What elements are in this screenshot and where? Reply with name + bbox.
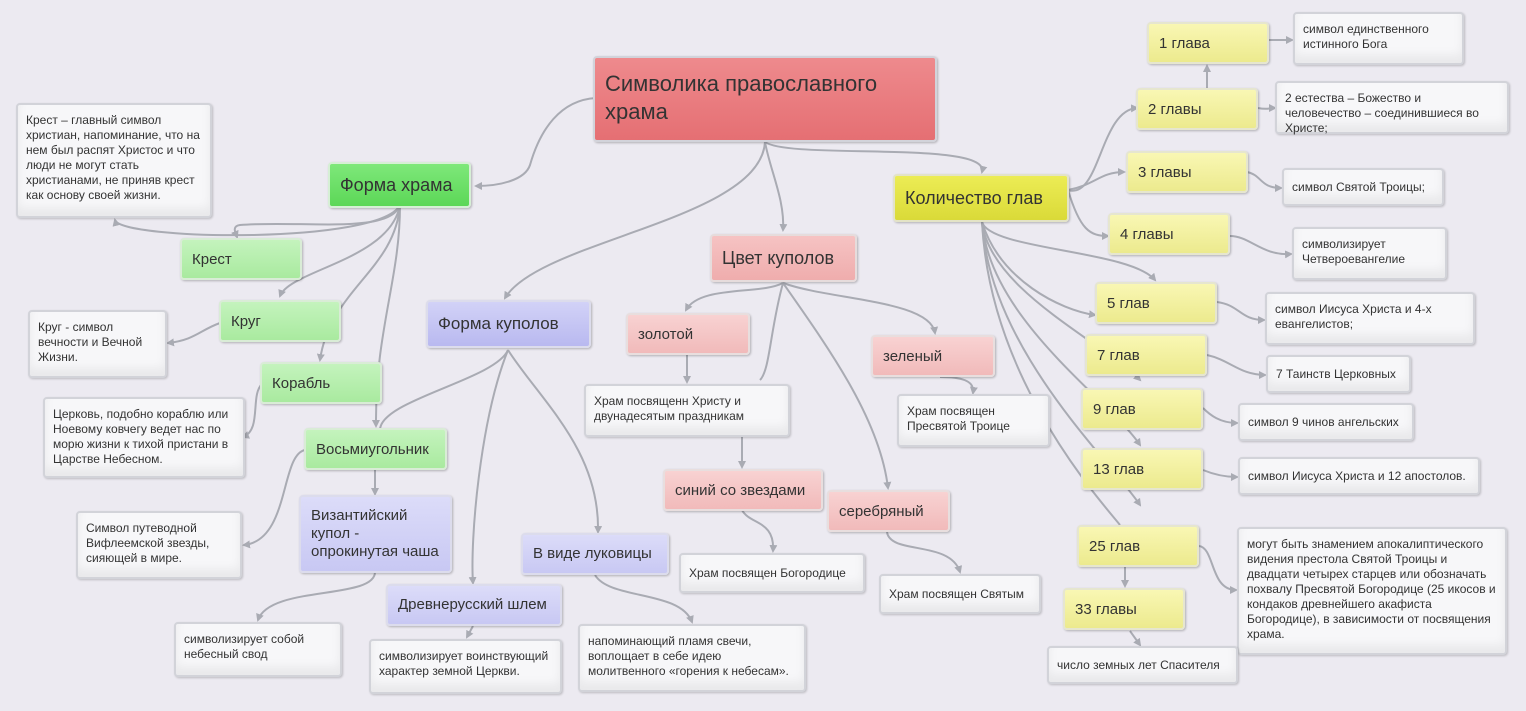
count-label: 7 глав (1097, 346, 1140, 364)
subtopic-label: Восьмиугольник (316, 440, 429, 458)
count-label: 25 глав (1089, 537, 1141, 555)
topic-label: Цвет куполов (722, 247, 835, 268)
count-label: 3 главы (1138, 163, 1192, 181)
topic-label: Форма куполов (438, 314, 559, 333)
note-count-25[interactable]: могут быть знамением апокалиптического в… (1237, 527, 1507, 655)
note-text: Храм посвящен Святым (889, 586, 1024, 601)
subtopic-label: синий со звездами (675, 481, 806, 499)
note-count-5[interactable]: символ Иисуса Христа и 4-х евангелистов; (1265, 292, 1475, 345)
note-green[interactable]: Храм посвящен Пресвятой Троице (897, 394, 1050, 447)
note-text: символ Святой Троицы; (1292, 179, 1425, 194)
note-count-7[interactable]: 7 Таинств Церковных (1266, 355, 1411, 393)
note-count-9[interactable]: символ 9 чинов ангельских (1238, 403, 1414, 441)
count-label: 1 глава (1159, 34, 1210, 52)
note-text: могут быть знамением апокалиптического в… (1247, 537, 1496, 641)
note-text: число земных лет Спасителя (1057, 657, 1220, 672)
count-label: 5 глав (1107, 294, 1150, 312)
note-byzantine-dome[interactable]: символизирует собой небесный свод (174, 622, 342, 677)
note-text: символ единственного истинного Бога (1303, 22, 1429, 51)
note-text: символ Иисуса Христа и 4-х евангелистов; (1275, 302, 1432, 331)
count-1[interactable]: 1 глава (1147, 22, 1269, 64)
note-onion[interactable]: напоминающий пламя свечи, воплощает в се… (578, 624, 806, 692)
root-label: Символика православного храма (605, 71, 878, 124)
subtopic-label: зеленый (883, 347, 943, 365)
note-helmet[interactable]: символизирует воинствующий характер земн… (369, 639, 562, 694)
note-count-2[interactable]: 2 естества – Божество и человечество – с… (1275, 81, 1509, 135)
count-25[interactable]: 25 глав (1077, 525, 1199, 567)
count-7[interactable]: 7 глав (1085, 334, 1207, 376)
topic-dome-count[interactable]: Количество глав (893, 174, 1069, 222)
subtopic-label: Крест (192, 250, 232, 268)
subtopic-gold[interactable]: золотой (626, 313, 750, 355)
note-text: 7 Таинств Церковных (1276, 366, 1396, 381)
note-silver[interactable]: Храм посвящен Святым (879, 574, 1041, 614)
note-count-1[interactable]: символ единственного истинного Бога (1293, 12, 1464, 65)
count-9[interactable]: 9 глав (1081, 388, 1203, 430)
note-text: символ 9 чинов ангельских (1248, 414, 1399, 429)
subtopic-onion-dome[interactable]: В виде луковицы (521, 533, 669, 575)
subtopic-octagon[interactable]: Восьмиугольник (304, 428, 447, 470)
count-label: 13 глав (1093, 460, 1145, 478)
note-count-13[interactable]: символ Иисуса Христа и 12 апостолов. (1238, 457, 1480, 495)
note-text: Храм посвящен Пресвятой Троице (907, 404, 1010, 433)
subtopic-label: В виде луковицы (533, 545, 652, 562)
topic-label: Количество глав (905, 187, 1043, 208)
subtopic-cross[interactable]: Крест (180, 238, 302, 280)
note-gold[interactable]: Храм посвященн Христу и двунадесятым пра… (584, 384, 790, 437)
count-5[interactable]: 5 глав (1095, 282, 1217, 324)
note-count-33[interactable]: число земных лет Спасителя (1047, 646, 1238, 684)
subtopic-label: Древнерусский шлем (398, 596, 547, 613)
note-text: символизирует Четвероевангелие (1302, 237, 1406, 266)
note-text: Символ путеводной Вифлеемской звезды, си… (86, 521, 210, 565)
note-circle[interactable]: Круг - символ вечности и Вечной Жизни. (28, 310, 167, 378)
note-text: символ Иисуса Христа и 12 апостолов. (1248, 468, 1466, 483)
count-2[interactable]: 2 главы (1136, 88, 1258, 130)
note-count-4[interactable]: символизирует Четвероевангелие (1292, 227, 1447, 280)
topic-label: Форма храма (340, 174, 453, 195)
subtopic-label: золотой (638, 325, 694, 343)
subtopic-byzantine-dome[interactable]: Византийский купол - опрокинутая чаша (299, 495, 452, 573)
subtopic-label: Византийский купол - опрокинутая чаша (311, 507, 439, 560)
note-cross[interactable]: Крест – главный символ христиан, напомин… (16, 103, 212, 218)
subtopic-label: серебряный (839, 502, 924, 520)
count-33[interactable]: 33 главы (1063, 588, 1185, 630)
subtopic-circle[interactable]: Круг (219, 300, 341, 342)
count-4[interactable]: 4 главы (1108, 213, 1230, 255)
note-text: Крест – главный символ христиан, напомин… (26, 113, 200, 202)
note-text: Церковь, подобно кораблю или Ноевому ков… (53, 407, 229, 466)
note-text: Круг - символ вечности и Вечной Жизни. (38, 320, 143, 364)
note-text: Храм посвященн Христу и двунадесятым пра… (594, 394, 745, 423)
note-text: символизирует воинствующий характер земн… (379, 649, 549, 678)
topic-temple-shape[interactable]: Форма храма (328, 162, 471, 208)
subtopic-silver[interactable]: серебряный (827, 490, 950, 532)
note-text: символизирует собой небесный свод (184, 632, 305, 661)
subtopic-old-russian-helmet[interactable]: Древнерусский шлем (386, 584, 562, 626)
note-blue[interactable]: Храм посвящен Богородице (679, 553, 865, 593)
root-topic[interactable]: Символика православного храма (593, 56, 937, 142)
note-text: Храм посвящен Богородице (689, 565, 846, 580)
count-label: 9 глав (1093, 400, 1136, 418)
note-octagon[interactable]: Символ путеводной Вифлеемской звезды, си… (76, 511, 242, 579)
subtopic-label: Круг (231, 312, 261, 330)
note-ship[interactable]: Церковь, подобно кораблю или Ноевому ков… (43, 397, 245, 478)
count-label: 33 главы (1075, 600, 1137, 618)
count-3[interactable]: 3 главы (1126, 151, 1248, 193)
subtopic-green[interactable]: зеленый (871, 335, 995, 377)
topic-dome-color[interactable]: Цвет куполов (710, 234, 857, 282)
subtopic-blue-stars[interactable]: синий со звездами (663, 469, 823, 511)
count-label: 2 главы (1148, 100, 1202, 118)
topic-dome-shape[interactable]: Форма куполов (426, 300, 591, 348)
subtopic-ship[interactable]: Корабль (260, 362, 382, 404)
count-13[interactable]: 13 глав (1081, 448, 1203, 490)
subtopic-label: Корабль (272, 374, 331, 392)
count-label: 4 главы (1120, 225, 1174, 243)
note-text: 2 естества – Божество и человечество – с… (1285, 91, 1479, 135)
note-count-3[interactable]: символ Святой Троицы; (1282, 168, 1444, 206)
note-text: напоминающий пламя свечи, воплощает в се… (588, 634, 789, 678)
